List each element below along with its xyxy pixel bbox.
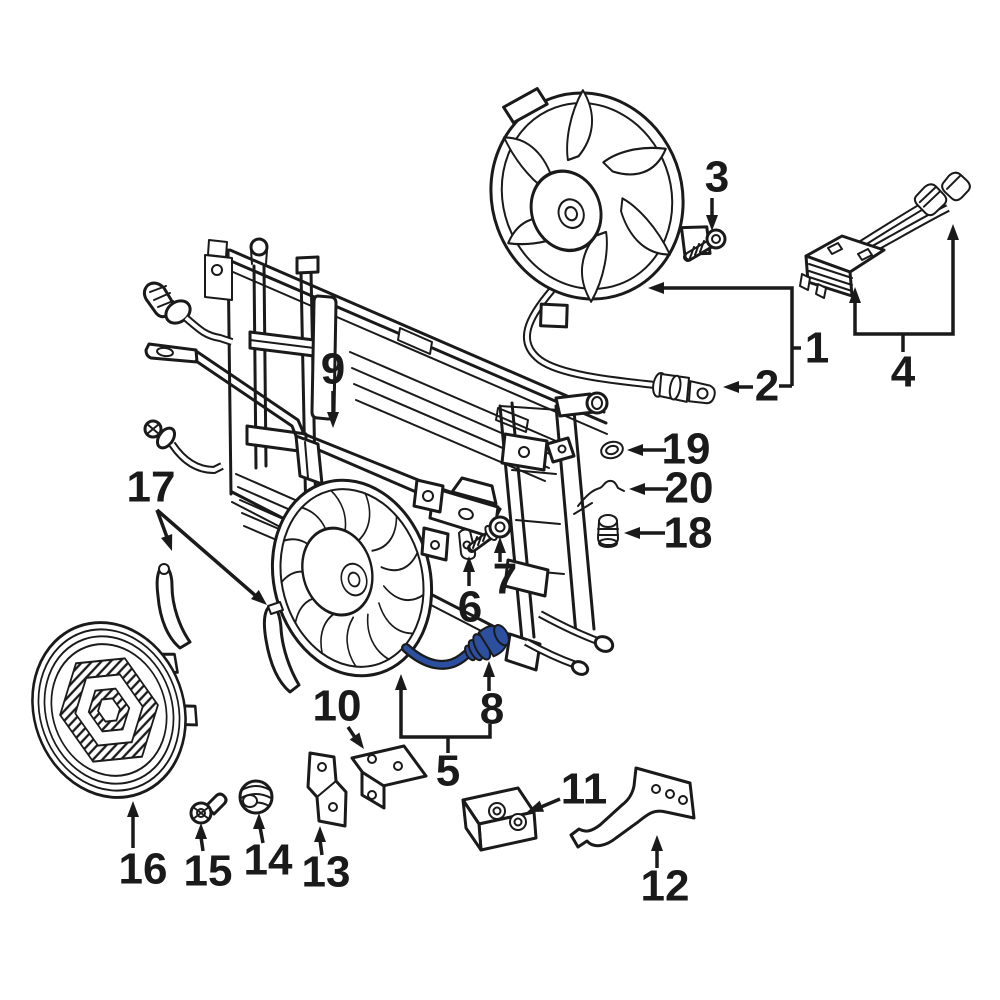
rail-notch [397, 327, 433, 355]
radiator-top-rail [228, 248, 606, 414]
callout-16: 16 [119, 845, 168, 894]
resistor-module-part4 [799, 171, 971, 299]
callout-17: 17 [127, 463, 176, 512]
callout-6: 6 [458, 583, 482, 632]
module-connector [913, 183, 948, 217]
condenser-pipes [245, 237, 338, 524]
bracket-part12 [569, 766, 696, 849]
callout-9: 9 [321, 345, 345, 394]
bolt-part15 [189, 792, 228, 825]
bracket-part11 [461, 786, 538, 852]
harness-connector [652, 371, 716, 405]
callout-12: 12 [641, 862, 690, 911]
screw-part3 [683, 228, 727, 262]
module-connector [941, 171, 971, 202]
callout-19: 19 [662, 425, 711, 474]
callout-5: 5 [436, 747, 460, 796]
cooling-fan-part5 [270, 478, 450, 678]
grommet-part14 [238, 779, 274, 815]
callout-18: 18 [664, 509, 713, 558]
callout-2: 2 [755, 362, 779, 411]
lower-elbow-fitting [143, 419, 224, 475]
clip-part20 [573, 479, 625, 515]
callout-15: 15 [184, 847, 233, 896]
callout-7: 7 [493, 555, 517, 604]
seal-strips-part17 [155, 563, 301, 694]
wire-connector [464, 624, 510, 662]
callout-8: 8 [480, 685, 504, 734]
shroud-tab [420, 526, 450, 562]
fan-wire-part8-highlighted [401, 624, 510, 670]
mount-tab [502, 87, 549, 125]
receiver-drier [310, 294, 338, 421]
callout-13: 13 [302, 848, 351, 897]
cap-part18 [597, 514, 619, 548]
callout-11: 11 [561, 765, 608, 814]
callout-10: 10 [313, 682, 362, 731]
sensor-fitting [142, 281, 234, 346]
callout-leaders [127, 198, 959, 868]
cooling-fan-assembly-part1 [489, 87, 716, 405]
callout-14: 14 [244, 836, 293, 885]
bar-foot [294, 434, 324, 486]
left-mount-block [204, 254, 233, 301]
callout-20: 20 [665, 464, 714, 513]
grommet-part19 [600, 440, 624, 460]
bracket-part10 [350, 744, 428, 810]
radiator-assembly [142, 237, 615, 676]
callout-1: 1 [805, 324, 829, 373]
radiator-right-tank [498, 391, 615, 676]
callout-4: 4 [891, 348, 916, 397]
outlet-stub [593, 635, 615, 653]
bracket-part13 [306, 751, 348, 828]
fan-guard-part16 [31, 621, 198, 799]
callout-3: 3 [705, 153, 729, 202]
